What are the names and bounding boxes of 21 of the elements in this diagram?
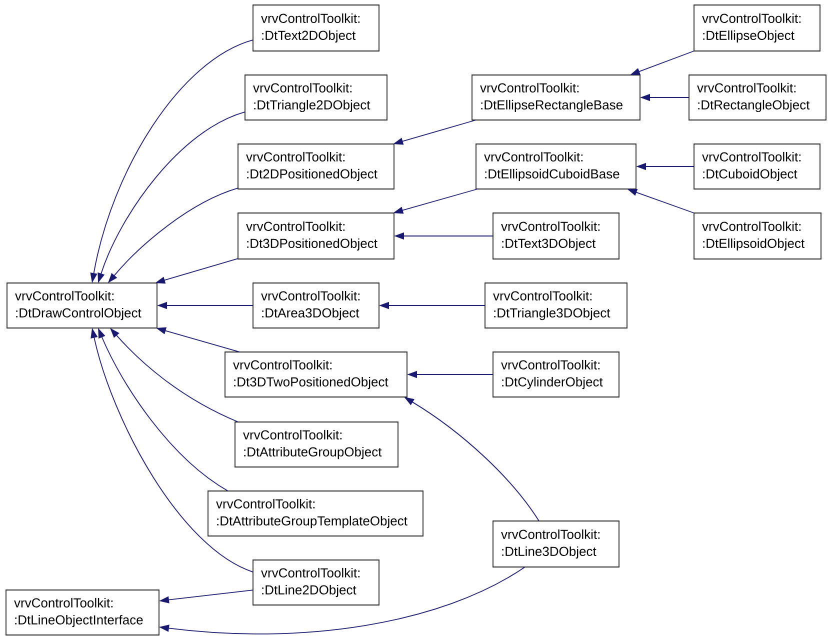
class-box: vrvControlToolkit: :DtDrawControlObject <box>6 282 158 328</box>
class-box: vrvControlToolkit: :Dt3DPositionedObject <box>238 212 394 260</box>
class-box: vrvControlToolkit: :DtEllipseObject <box>694 4 820 52</box>
class-box: vrvControlToolkit: :DtTriangle3DObject <box>484 282 628 328</box>
class-box: vrvControlToolkit: :DtLine2DObject <box>252 560 380 606</box>
class-box: vrvControlToolkit: :DtText3DObject <box>492 212 620 260</box>
class-box: vrvControlToolkit: :Dt3DTwoPositionedObject <box>224 352 408 398</box>
class-box: vrvControlToolkit: :DtRectangleObject <box>688 74 826 120</box>
class-box: vrvControlToolkit: :DtAttributeGroupObject <box>234 422 398 468</box>
class-box: vrvControlToolkit: :DtEllipsoidObject <box>694 212 822 260</box>
class-box: vrvControlToolkit: :Dt2DPositionedObject <box>238 144 394 190</box>
class-box: vrvControlToolkit: :DtArea3DObject <box>252 282 380 328</box>
class-box: vrvControlToolkit: :DtLine3DObject <box>492 520 620 568</box>
class-box: vrvControlToolkit: :DtTriangle2DObject <box>244 74 388 120</box>
class-box: vrvControlToolkit: :DtEllipsoidCuboidBase <box>476 144 636 190</box>
class-box: vrvControlToolkit: :DtCylinderObject <box>492 352 620 398</box>
class-box: vrvControlToolkit: :DtText2DObject <box>252 4 380 52</box>
class-box: vrvControlToolkit: :DtCuboidObject <box>694 144 820 190</box>
class-box: vrvControlToolkit: :DtEllipseRectangleBase <box>472 74 640 120</box>
class-box: vrvControlToolkit: :DtAttributeGroupTemplateObject <box>208 490 424 536</box>
class-box: vrvControlToolkit: :DtLineObjectInterface <box>6 590 160 636</box>
